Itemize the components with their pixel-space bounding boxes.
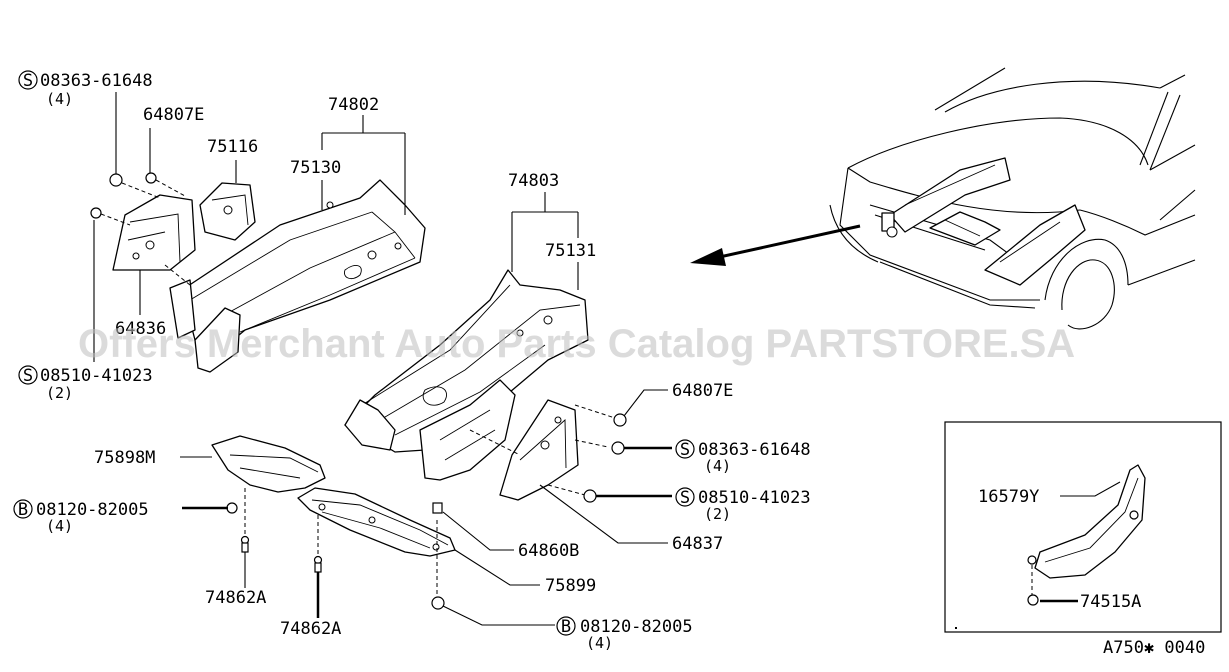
- label-74802: 74802: [328, 95, 379, 115]
- symbol-marks: S S S S B B: [13, 70, 695, 637]
- inset-panel: [944, 421, 1222, 633]
- s-mark-mid-left-letter: S: [23, 366, 33, 386]
- label-74862a-1: 74862A: [205, 588, 266, 608]
- label-74862a-2: 74862A: [280, 619, 341, 639]
- s-mark-right-1: [675, 439, 695, 459]
- label-64807e-left: 64807E: [143, 105, 204, 125]
- label-64837: 64837: [672, 534, 723, 554]
- s-mark-right-2-letter: S: [680, 488, 690, 508]
- label-64836: 64836: [115, 319, 166, 339]
- leader-lines: [93, 92, 1121, 626]
- b-mark-left: [13, 499, 33, 519]
- b-mark-bottom-letter: B: [561, 617, 571, 637]
- s-mark-top-left-letter: S: [23, 71, 33, 91]
- label-bolt-08363-right: 08363-61648: [698, 440, 811, 460]
- car-front-illustration: [829, 67, 1196, 330]
- label-16579y: 16579Y: [978, 487, 1039, 507]
- label-74803: 74803: [508, 171, 559, 191]
- s-mark-top-left: [18, 70, 38, 90]
- label-qty-right-2: (2): [704, 505, 731, 523]
- s-mark-mid-left: [18, 365, 38, 385]
- label-qty-top-left: (4): [46, 90, 73, 108]
- watermark-text: Offers Merchant Auto Parts Catalog PARTS…: [78, 322, 1075, 366]
- part-labels: 08363-61648 (4) 64807E 74802 75116 75130…: [36, 71, 1205, 658]
- label-75898m: 75898M: [94, 448, 155, 468]
- s-mark-right-2: [675, 487, 695, 507]
- label-bolt-08510-mid-left: 08510-41023: [40, 366, 153, 386]
- pointer-arrow: [690, 224, 861, 266]
- label-75130: 75130: [290, 158, 341, 178]
- right-side-member-assembly: [344, 269, 627, 503]
- b-mark-bottom: [556, 616, 576, 636]
- b-mark-left-letter: B: [18, 500, 28, 520]
- s-mark-right-1-letter: S: [680, 440, 690, 460]
- label-qty-right-1: (4): [704, 457, 731, 475]
- label-bolt-08120-bottom: 08120-82005: [580, 617, 693, 637]
- label-qty-mid-left: (2): [46, 384, 73, 402]
- label-qty-b-left: (4): [46, 517, 73, 535]
- left-side-member-assembly: [90, 172, 426, 373]
- label-74515a: 74515A: [1080, 592, 1141, 612]
- under-cover-assembly: [211, 435, 456, 610]
- label-qty-b-bottom: (4): [586, 634, 613, 652]
- figure-code: A750✱ 0040: [1103, 638, 1205, 658]
- label-64860b: 64860B: [518, 541, 579, 561]
- label-64807e-right: 64807E: [672, 381, 733, 401]
- label-bolt-08120-left: 08120-82005: [36, 500, 149, 520]
- label-75899: 75899: [545, 576, 596, 596]
- label-bolt-08363-top-left: 08363-61648: [40, 71, 153, 91]
- label-bolt-08510-right: 08510-41023: [698, 488, 811, 508]
- label-75131: 75131: [545, 241, 596, 261]
- label-75116: 75116: [207, 137, 258, 157]
